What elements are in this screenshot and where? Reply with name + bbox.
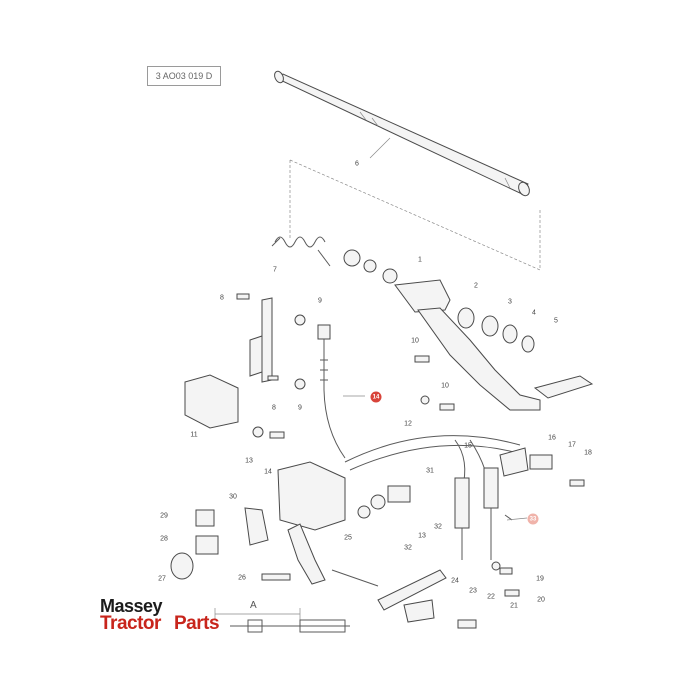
- callout-14: 14: [264, 468, 272, 476]
- brand-logo: Massey Tractor Parts: [100, 596, 240, 636]
- fork-parts: [170, 507, 269, 580]
- logo-line-parts: Parts: [174, 613, 220, 634]
- callout-27: 27: [158, 575, 166, 583]
- callout-8a: 8: [220, 294, 224, 302]
- cross-shaft: [274, 70, 530, 197]
- pin-and-bolts: [457, 514, 520, 629]
- callout-3: 3: [508, 298, 512, 306]
- release-lever: [261, 523, 379, 587]
- callout-24: 24: [451, 577, 459, 585]
- pedal-bushes: [457, 307, 535, 353]
- callout-9a: 9: [318, 297, 322, 305]
- cable-adjusters: [357, 467, 499, 560]
- linkage-rod: [377, 569, 447, 623]
- callout-20: 20: [537, 596, 545, 604]
- callout-30: 30: [229, 493, 237, 501]
- washer: [363, 259, 377, 273]
- callout-5: 5: [554, 317, 558, 325]
- logo-line-massey: Massey: [100, 596, 163, 616]
- callout-22: 22: [487, 593, 495, 601]
- callout-13b: 13: [418, 532, 426, 540]
- callout-26: 26: [238, 574, 246, 582]
- callout-17: 17: [568, 441, 576, 449]
- callout-4: 4: [532, 309, 536, 317]
- callout-10a: 10: [411, 337, 419, 345]
- callout-7: 7: [273, 266, 277, 274]
- release-housing: [277, 461, 346, 531]
- callout-10b: 10: [441, 382, 449, 390]
- callout-19: 19: [536, 575, 544, 583]
- dimension-label-a: A: [250, 600, 257, 611]
- circlip: [343, 249, 361, 267]
- highlight-part-14[interactable]: 14: [370, 391, 382, 403]
- highlight-part-33[interactable]: 33: [527, 513, 539, 525]
- assembly-guide: [289, 159, 541, 271]
- callout-8b: 8: [272, 404, 276, 412]
- mounting-bracket: [184, 374, 239, 429]
- callout-23: 23: [469, 587, 477, 595]
- logo-line-tractor: Tractor: [100, 613, 161, 634]
- callout-25: 25: [344, 534, 352, 542]
- bolts-group: [252, 355, 455, 439]
- callout-31: 31: [426, 467, 434, 475]
- callout-28: 28: [160, 535, 168, 543]
- callout-12a: 12: [404, 420, 412, 428]
- callout-13a: 13: [245, 457, 253, 465]
- callout-6: 6: [355, 160, 359, 168]
- leader-6: [369, 137, 391, 159]
- callout-16: 16: [548, 434, 556, 442]
- pivot-bracket: [236, 293, 306, 390]
- drawing-reference-code: 3 AO03 019 D: [147, 66, 221, 86]
- callout-1: 1: [418, 256, 422, 264]
- callout-21: 21: [510, 602, 518, 610]
- callout-32b: 32: [404, 544, 412, 552]
- clutch-pedal: [394, 279, 594, 411]
- callout-32a: 32: [434, 523, 442, 531]
- callout-15: 15: [464, 442, 472, 450]
- callout-11: 11: [190, 431, 198, 439]
- clutch-rod: [317, 324, 346, 459]
- cable-bracket: [499, 447, 585, 487]
- dimension-a: [214, 608, 350, 633]
- callout-leaders: [343, 395, 528, 521]
- bush: [382, 268, 398, 284]
- callout-18: 18: [584, 449, 592, 457]
- callout-9b: 9: [298, 404, 302, 412]
- return-spring: [271, 236, 331, 267]
- callout-2: 2: [474, 282, 478, 290]
- callout-29: 29: [160, 512, 168, 520]
